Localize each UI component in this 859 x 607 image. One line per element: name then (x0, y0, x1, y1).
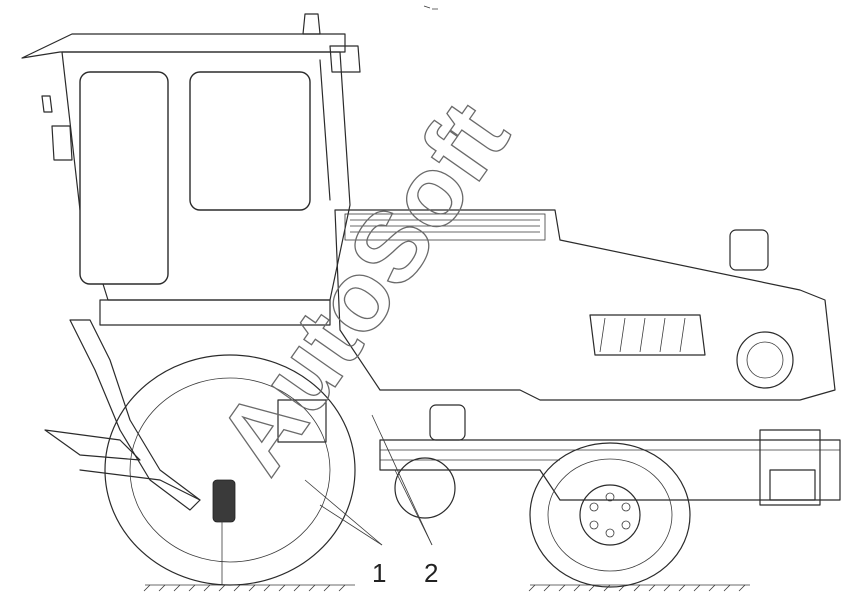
chassis-frame (277, 399, 841, 519)
air-filter (729, 229, 769, 271)
callout-1: 1 (372, 558, 386, 588)
cab-door-window (79, 71, 169, 285)
callout-2: 2 (424, 558, 438, 588)
headlight (736, 331, 794, 389)
rear-wheel (529, 442, 691, 588)
callout-leaders (304, 414, 433, 546)
engine-hood (334, 209, 836, 401)
hood-grille (344, 213, 546, 241)
front-wheel (104, 354, 356, 586)
ground-lines (143, 584, 750, 592)
top-mark (423, 5, 438, 10)
cab-side-window (189, 71, 311, 211)
cab (21, 13, 361, 326)
front-hitch (44, 319, 236, 585)
